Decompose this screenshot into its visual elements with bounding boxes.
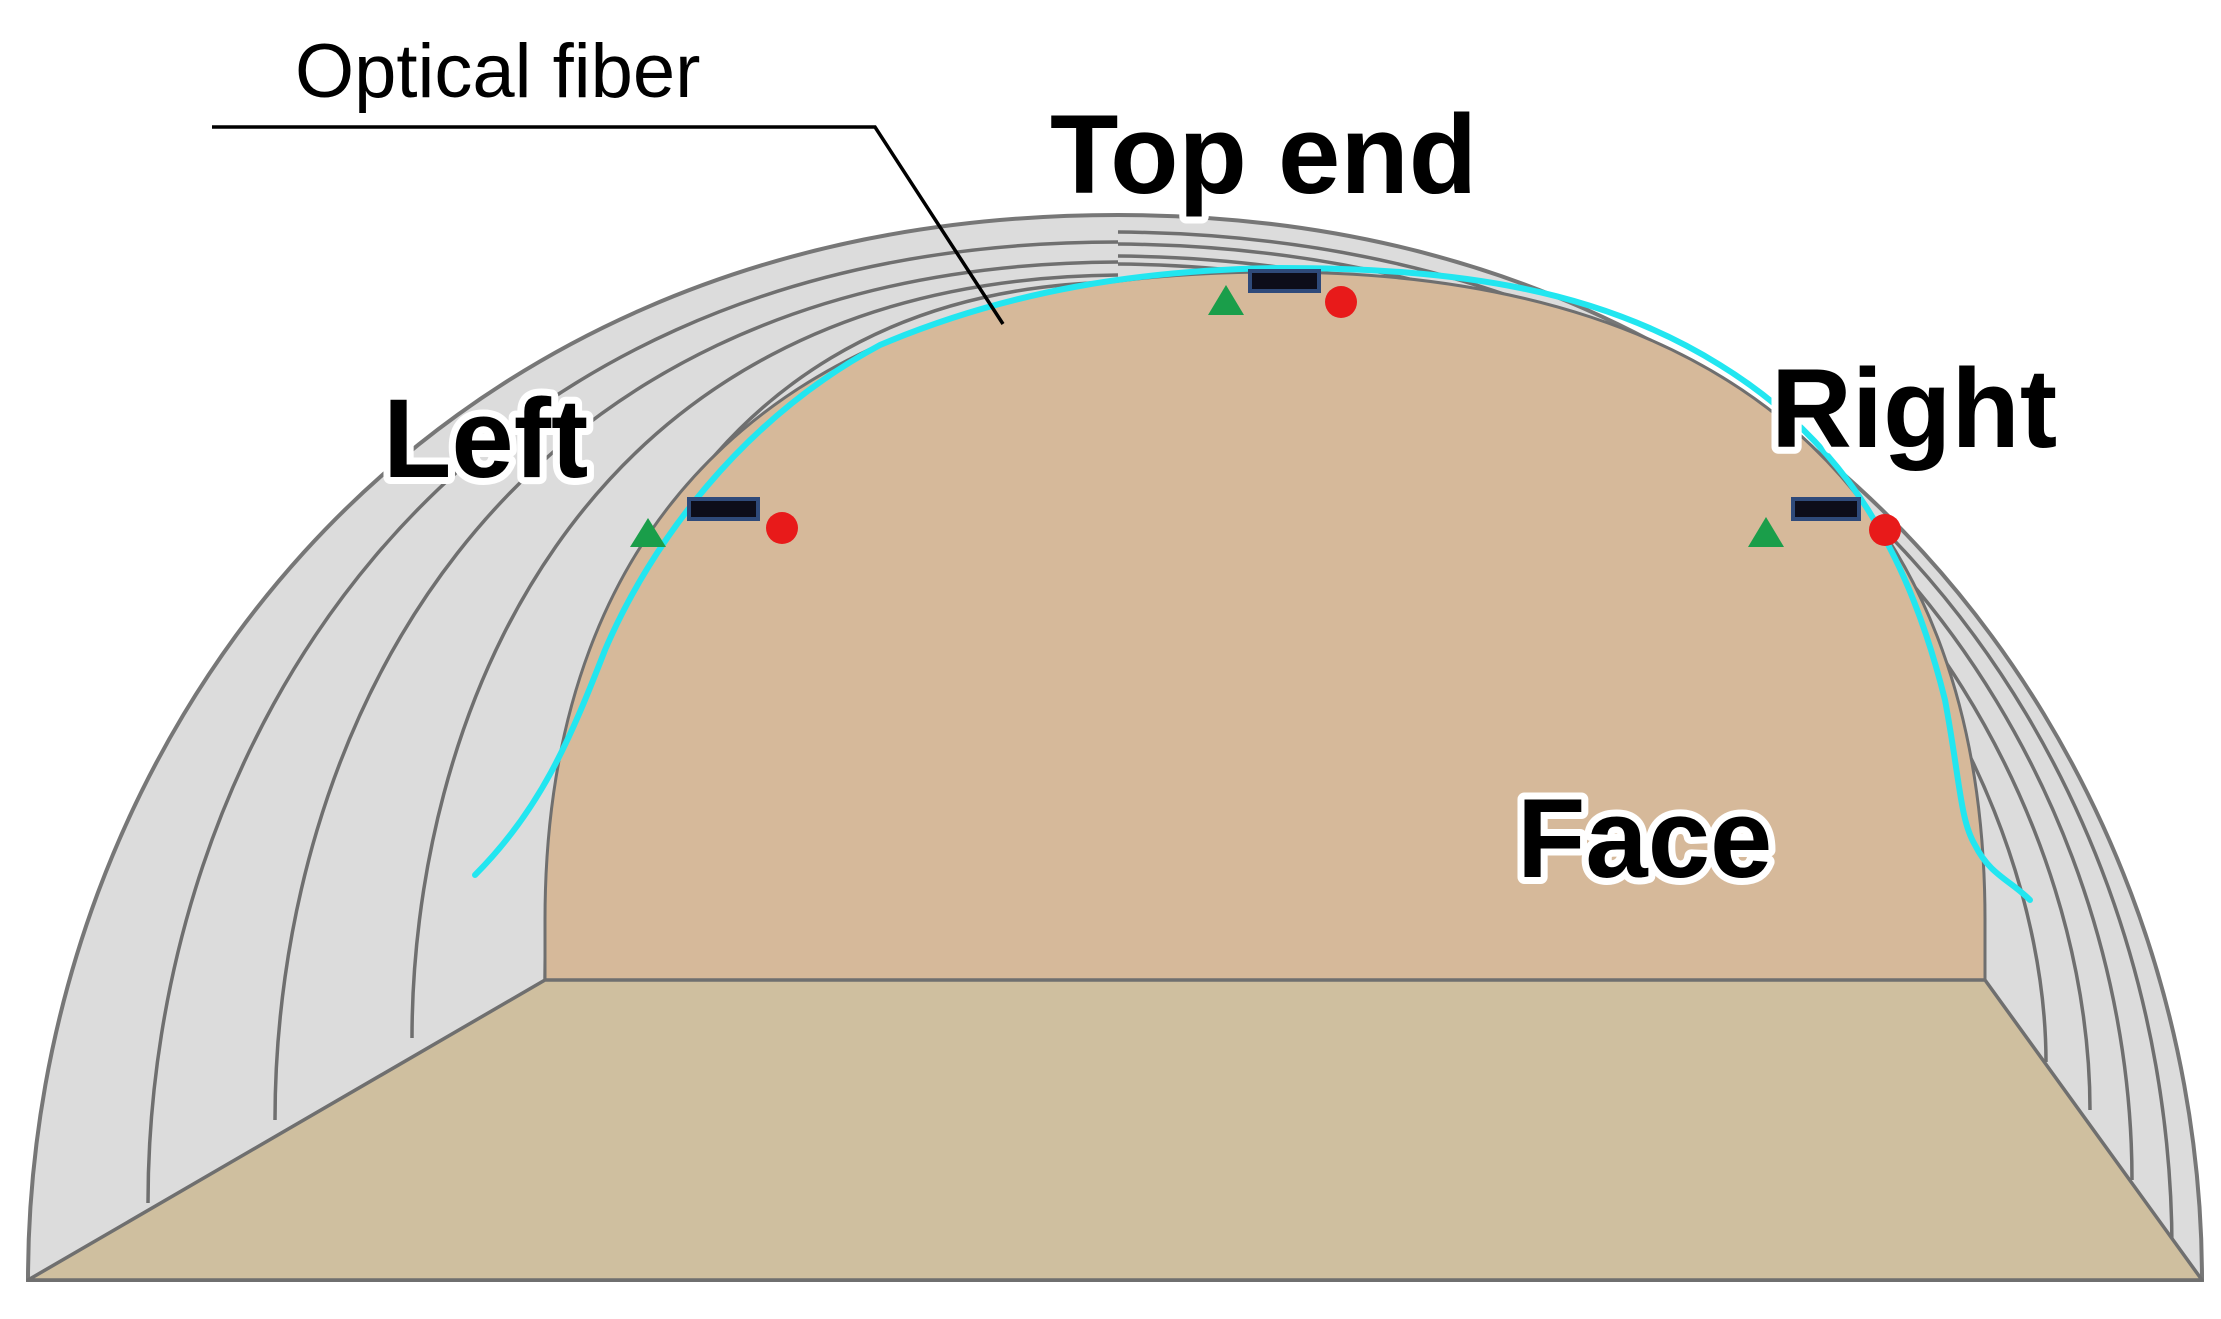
left-label: Left — [383, 376, 588, 501]
sensor-group-top-end — [1208, 269, 1357, 318]
top-end-label: Top end — [1050, 92, 1477, 217]
face-label: Face — [1517, 776, 1772, 901]
triangle-marker-icon — [1208, 285, 1244, 315]
tunnel-floor — [26, 978, 2204, 1282]
sensor-group-right — [1748, 497, 1901, 547]
right-label: Right — [1771, 346, 2057, 471]
optical-fiber-leader-line — [212, 125, 1005, 325]
circle-marker-icon — [1325, 286, 1357, 318]
circle-marker-icon — [1869, 514, 1901, 546]
triangle-marker-icon — [1748, 517, 1784, 547]
sensor-box-icon — [1791, 497, 1861, 521]
sensor-box-icon — [687, 497, 760, 521]
optical-fiber-label: Optical fiber — [295, 29, 701, 114]
triangle-marker-icon — [630, 518, 666, 547]
optical-fiber-line — [472, 264, 2033, 903]
circle-marker-icon — [766, 512, 798, 544]
sensor-box-icon — [1248, 269, 1321, 293]
sensor-group-left — [630, 497, 798, 547]
